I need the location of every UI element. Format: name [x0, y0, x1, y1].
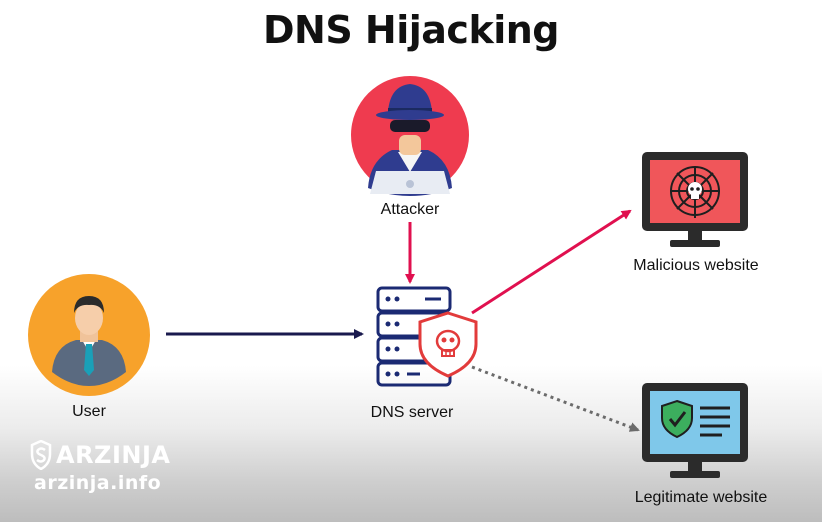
skull-shield-icon: [418, 311, 478, 378]
arzinja-logo-icon: [30, 440, 52, 470]
brand-watermark: ARZINJA arzinja.info: [30, 440, 170, 494]
diagram-title: DNS Hijacking: [262, 8, 560, 52]
malicious-website-icon: [642, 152, 748, 247]
dns-to-legitimate-arrow: [471, 365, 640, 432]
user-label: User: [72, 403, 106, 420]
malicious-website-label: Malicious website: [633, 257, 759, 274]
legitimate-website-label: Legitimate website: [634, 489, 768, 506]
brand-name: ARZINJA: [56, 441, 171, 469]
brand-url: arzinja.info: [34, 472, 162, 494]
user-icon: [28, 274, 150, 396]
attacker-icon: [351, 76, 469, 196]
dns-to-malicious-arrow: [471, 209, 632, 315]
legitimate-website-icon: [642, 383, 748, 478]
attacker-label: Attacker: [380, 201, 440, 218]
dns-server-label: DNS server: [370, 404, 454, 421]
